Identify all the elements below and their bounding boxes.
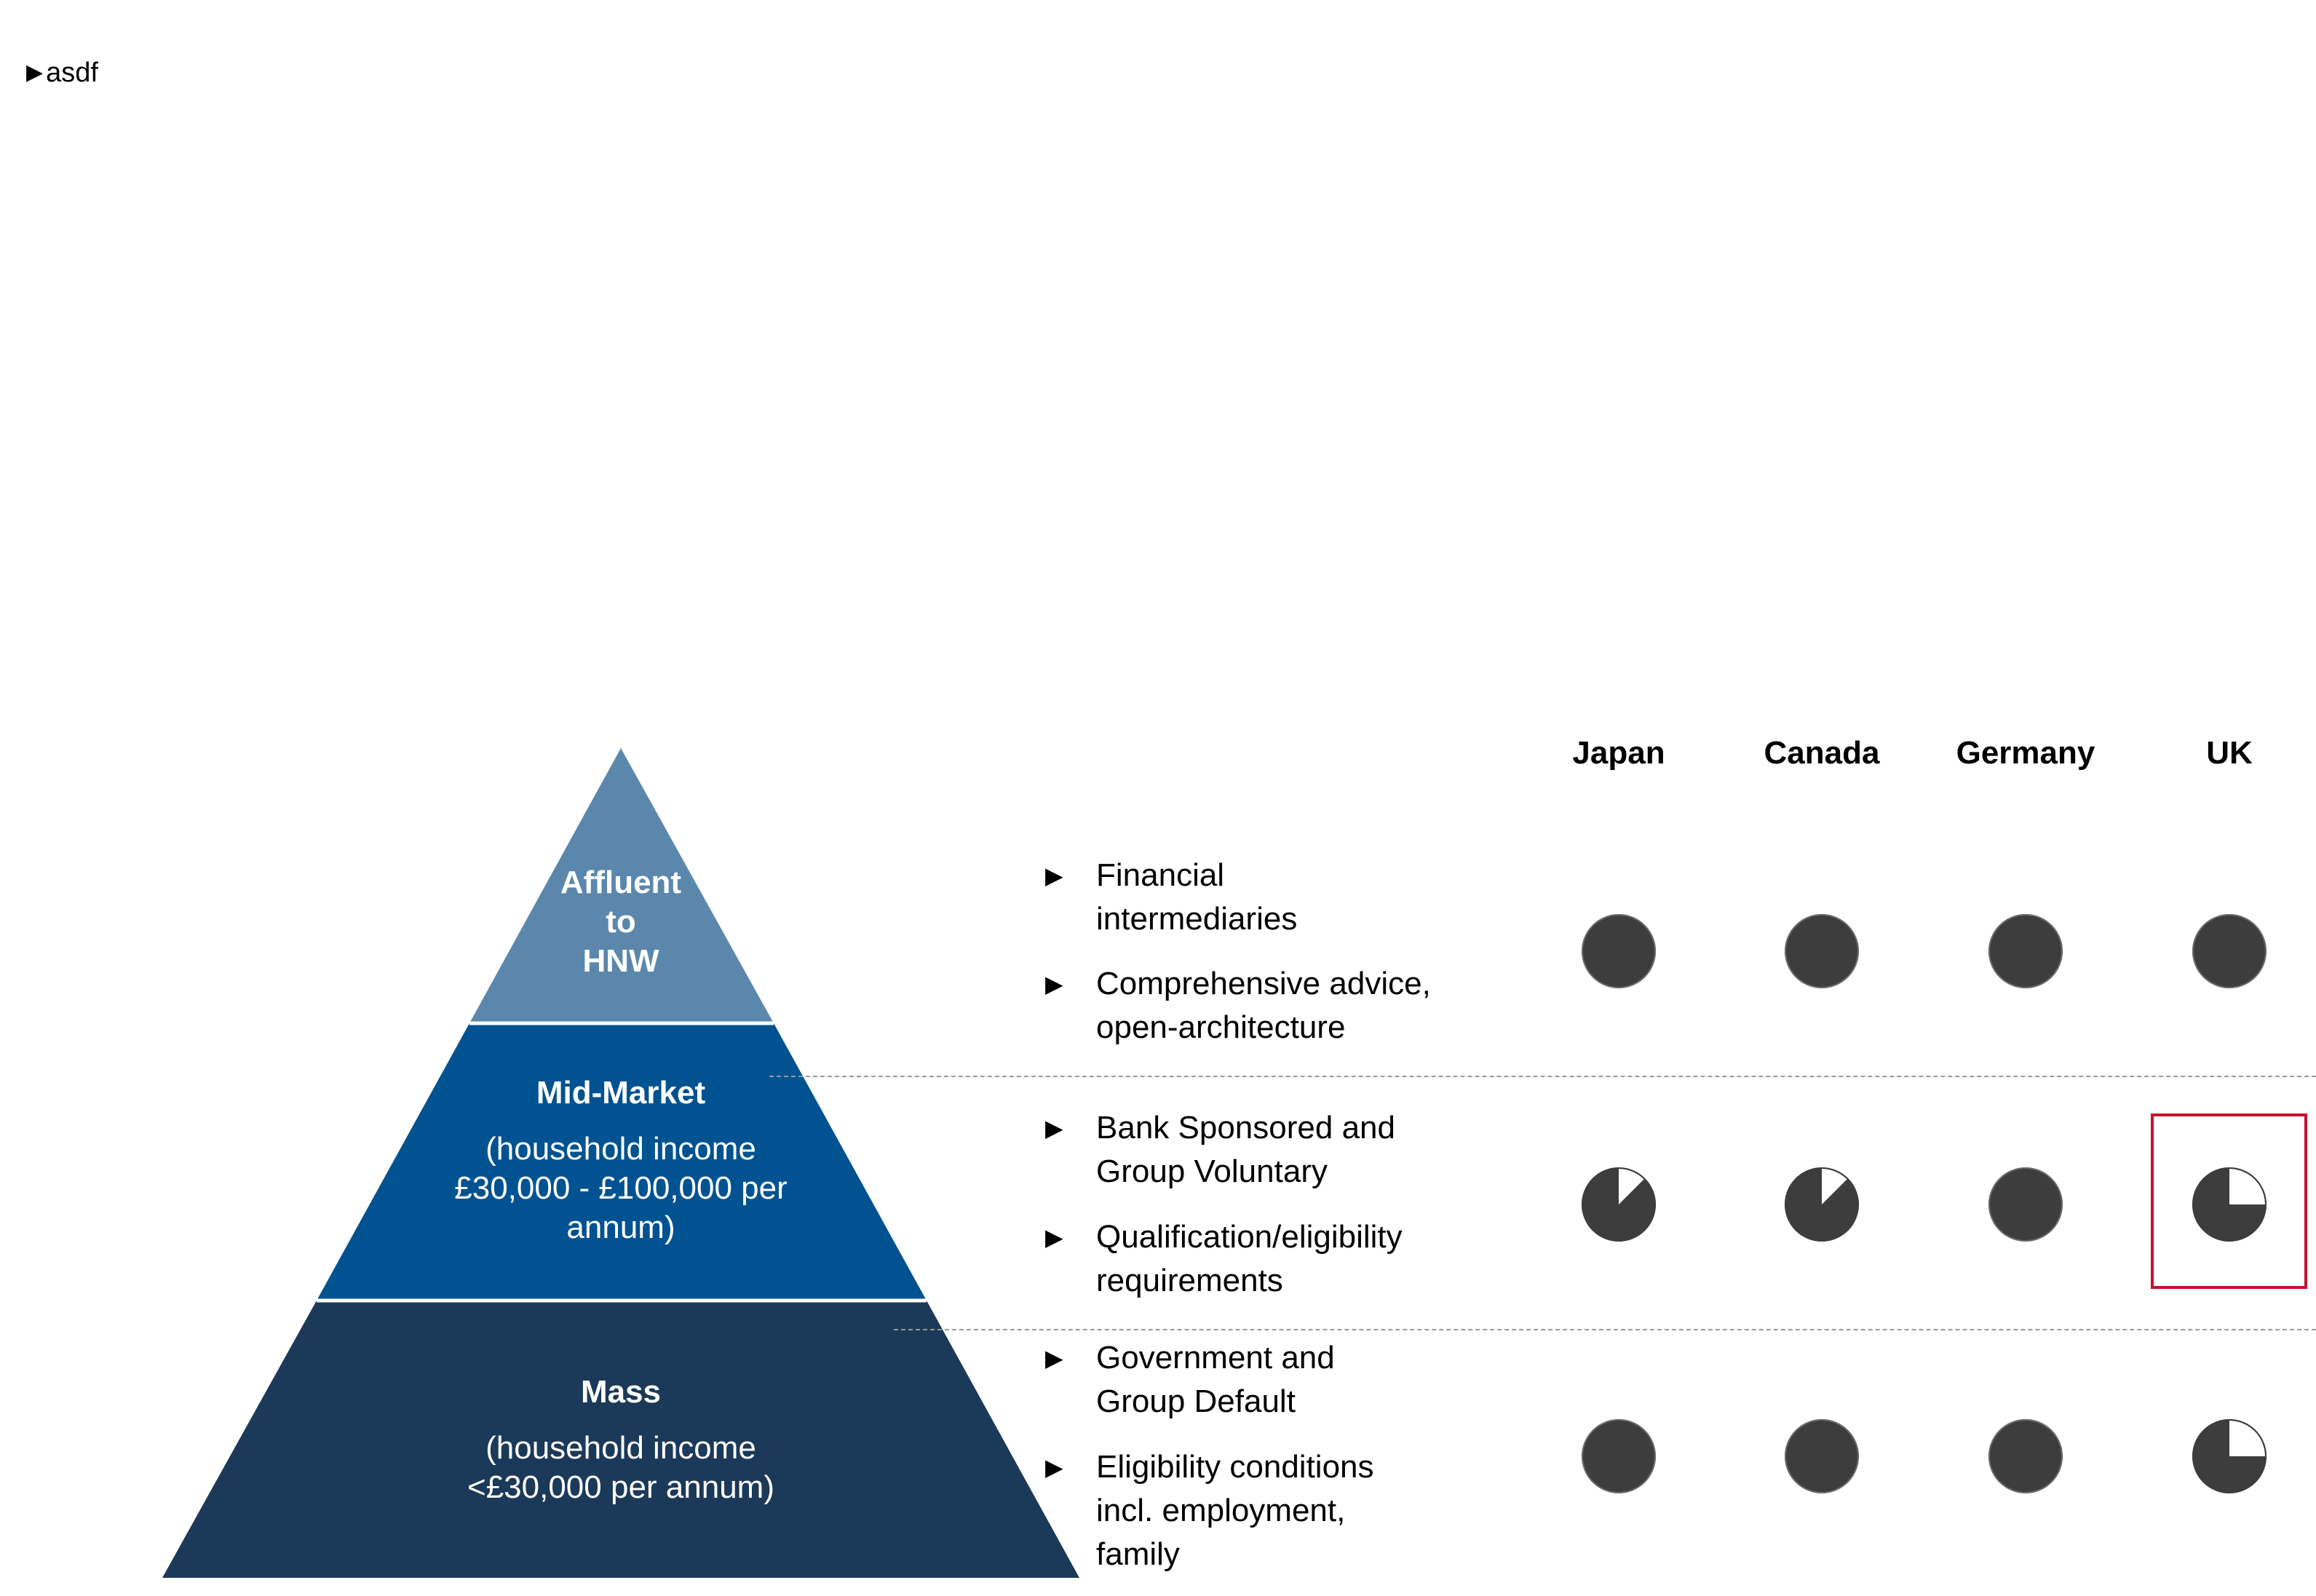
harvey-ball-japan-row-3 [1582,1419,1656,1493]
harvey-ball-canada-row-3 [1785,1419,1859,1493]
harvey-ball-uk-row-2 [2192,1167,2267,1242]
tier-mid-market-subtitle: (household income £30,000 - £100,000 per… [454,1131,788,1245]
pyramid-tier-affluent [469,748,774,1023]
triangle-marker-icon: ▶ [26,60,44,84]
bullet-text: Bank Sponsored and Group Voluntary [1096,1110,1395,1189]
column-header-japan: Japan [1572,735,1665,771]
harvey-ball-canada-row-1 [1785,914,1859,988]
column-header-uk: UK [2206,735,2253,771]
harvey-ball-uk-row-1 [2192,914,2267,988]
bullet-text: Eligibility conditions incl. employment,… [1096,1449,1374,1572]
tier-mass-subtitle: (household income <£30,000 per annum) [467,1430,774,1505]
bullet-arrow-icon: ▶ [1045,971,1063,997]
harvey-ball-germany-row-1 [1988,914,2063,988]
row-divider [769,1076,2316,1077]
harvey-ball-uk-row-3 [2192,1419,2267,1493]
harvey-ball-japan-row-1 [1582,914,1656,988]
row-divider [894,1329,2316,1330]
tier-mass-title: Mass [580,1374,662,1410]
highlight-box-uk-mid-market [2151,1113,2307,1289]
column-header-canada: Canada [1764,735,1880,771]
bullet-arrow-icon: ▶ [1045,1454,1063,1480]
bullet-arrow-icon: ▶ [1045,1345,1063,1371]
bullet-text: Qualification/eligibility requirements [1096,1219,1403,1298]
harvey-ball-canada-row-2 [1785,1167,1859,1242]
harvey-ball-germany-row-2 [1988,1167,2063,1242]
top-label: ▶ asdf [26,54,98,92]
harvey-ball-germany-row-3 [1988,1419,2063,1493]
bullet-arrow-icon: ▶ [1045,862,1063,889]
top-label-text: asdf [46,57,98,88]
bullet-arrow-icon: ▶ [1045,1115,1063,1141]
pyramid-tier-mass [162,1301,1079,1578]
bullet-text: Government and Group Default [1096,1340,1335,1419]
harvey-ball-japan-row-2 [1582,1167,1656,1242]
bullet-text: Comprehensive advice, open-architecture [1096,966,1431,1045]
bullet-arrow-icon: ▶ [1045,1224,1063,1250]
column-header-germany: Germany [1956,735,2095,771]
bullet-text: Financial intermediaries [1096,857,1298,937]
tier-affluent-title: Affluent to HNW [560,865,682,979]
tier-mid-market-title: Mid-Market [536,1075,706,1111]
pyramid-tier-mid-market [317,1023,927,1301]
